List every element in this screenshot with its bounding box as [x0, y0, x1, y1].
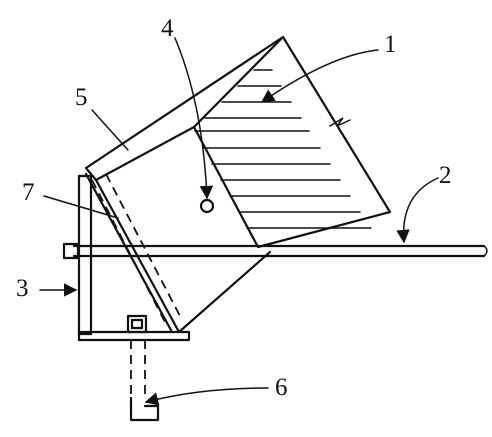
part-5-block	[84, 35, 285, 334]
leader-6	[144, 387, 269, 406]
label-5: 5	[75, 84, 88, 111]
break-mark	[329, 117, 351, 127]
part-4-pin	[199, 198, 215, 214]
leader-1	[260, 49, 379, 103]
part-1-hatched-member	[192, 35, 392, 249]
label-4: 4	[161, 15, 174, 42]
label-1: 1	[384, 31, 397, 58]
part-6-anchor-bolt	[126, 314, 160, 422]
label-7: 7	[22, 179, 35, 206]
leader-7	[43, 195, 119, 219]
leader-5	[91, 109, 129, 151]
leader-4	[174, 37, 214, 200]
leader-lines	[39, 37, 439, 406]
leader-2	[396, 177, 439, 244]
label-6: 6	[275, 374, 288, 401]
label-3: 3	[16, 275, 29, 302]
label-2: 2	[439, 162, 452, 189]
